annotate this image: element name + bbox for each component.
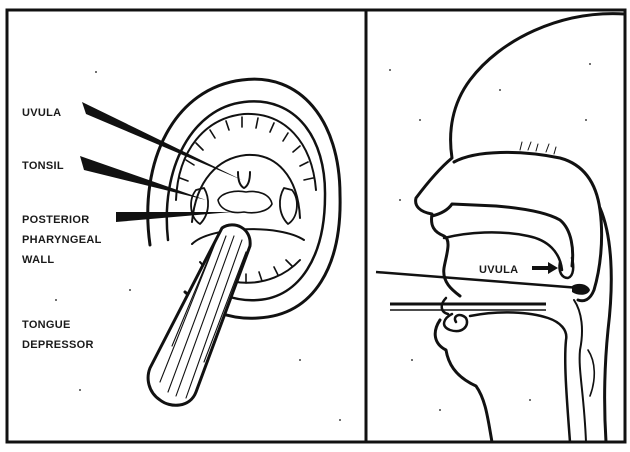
head-profile: [416, 14, 625, 296]
label-wall: WALL: [22, 254, 54, 266]
open-mouth-view: [148, 79, 340, 318]
tonsil-pointer: [80, 156, 206, 200]
label-pharyngeal: PHARYNGEAL: [22, 234, 102, 246]
larynx: [588, 350, 594, 396]
head-sagittal-view: [416, 14, 625, 442]
upper-lip: [442, 298, 448, 314]
label-depressor: DEPRESSOR: [22, 339, 94, 351]
tongue-side: [470, 312, 570, 442]
diagram-frame: [7, 10, 625, 442]
swab-tip: [572, 284, 590, 295]
label-uvula-side: UVULA: [479, 264, 518, 276]
tongue-depressor: [148, 225, 250, 405]
lower-face-profile: [435, 320, 492, 442]
upper-teeth-marks: [180, 117, 313, 181]
right-arrow-icon: [532, 262, 558, 274]
posterior-wall-pointer: [116, 212, 232, 222]
tonsil-right: [280, 188, 297, 224]
swab-shaft: [376, 272, 580, 288]
label-posterior: POSTERIOR: [22, 214, 90, 226]
epiglottis: [574, 300, 586, 442]
label-uvula: UVULA: [22, 107, 61, 119]
label-tonsil: TONSIL: [22, 160, 64, 172]
label-tongue: TONGUE: [22, 319, 71, 331]
lower-lip: [444, 314, 467, 331]
uvula: [238, 172, 250, 188]
posterior-wall: [218, 191, 272, 212]
nasal-cavity: [454, 152, 602, 300]
scan-speckles: [55, 63, 591, 421]
